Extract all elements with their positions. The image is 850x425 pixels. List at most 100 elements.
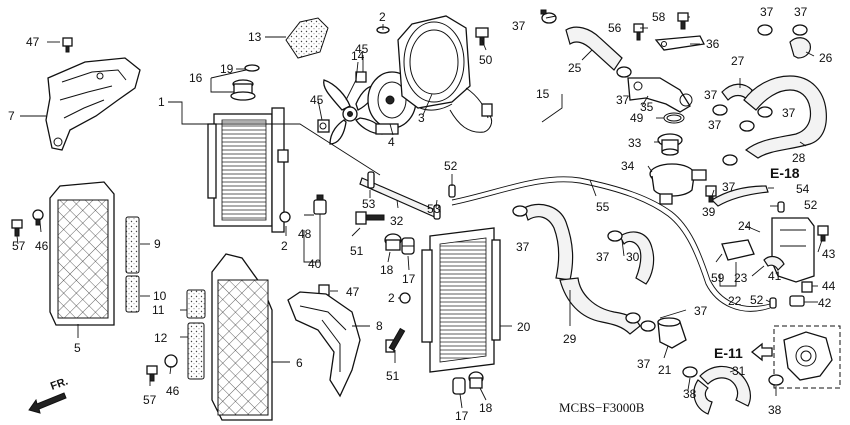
diagram-code: MCBS−F3000B (559, 400, 645, 415)
callout-33: 33 (628, 136, 642, 150)
grommet-50 (475, 27, 489, 46)
callout-19: 19 (220, 62, 234, 76)
callout-18-upper: 18 (380, 263, 394, 277)
hose-30 (619, 231, 655, 285)
joint-pipe-21 (657, 317, 687, 349)
callout-54: 54 (796, 182, 810, 196)
clip-53-right (433, 204, 441, 220)
callout-57-upper: 57 (12, 239, 26, 253)
cover-13 (285, 17, 329, 59)
callout-20: 20 (517, 320, 531, 334)
hose-26 (789, 37, 811, 59)
callout-labels: 47 7 1 16 19 13 14 2 45 45 3 4 50 57 46 … (8, 5, 836, 423)
thermostat-housing-34 (649, 163, 707, 205)
callout-37-top-left: 37 (512, 19, 526, 33)
front-label: FR. (49, 375, 70, 392)
callout-49: 49 (630, 111, 644, 125)
clamp-37-mid-d (739, 120, 755, 132)
callout-36: 36 (706, 37, 720, 51)
callout-2-mid: 2 (281, 239, 288, 253)
clamp-37-top-right-a (757, 24, 773, 36)
clip-52-top (448, 184, 456, 198)
callout-37-mid-a: 37 (616, 93, 630, 107)
callout-40: 40 (308, 257, 322, 271)
callout-47: 47 (26, 35, 40, 49)
callout-37-center: 37 (516, 240, 530, 254)
radiator-cap-16 (230, 79, 256, 101)
pad-11 (186, 289, 206, 319)
callout-24: 24 (738, 219, 752, 233)
callout-9: 9 (154, 237, 161, 251)
callout-23: 23 (734, 271, 748, 285)
callout-28: 28 (792, 151, 806, 165)
callout-44: 44 (822, 279, 836, 293)
tank-cap-23 (721, 239, 755, 261)
sensor-39 (705, 185, 717, 203)
bolt-57-upper (11, 219, 23, 237)
callout-32: 32 (390, 214, 404, 228)
callout-52-top-right: 52 (804, 198, 818, 212)
callout-25: 25 (568, 61, 582, 75)
callout-41: 41 (768, 269, 782, 283)
front-direction-arrow: FR. (28, 375, 70, 414)
reference-e11: E-11 (714, 345, 743, 361)
clamp-38-left (682, 366, 698, 378)
bolt-51-upper (355, 211, 385, 225)
clamp-38-right (768, 374, 784, 386)
callout-56: 56 (608, 21, 622, 35)
callout-22: 22 (728, 294, 742, 308)
callout-11: 11 (152, 303, 165, 317)
pad-10 (125, 275, 140, 313)
overflow-hose-55 (451, 176, 771, 312)
callout-6: 6 (296, 356, 303, 370)
callout-37-mid-c: 37 (782, 106, 796, 120)
clamp-37-center-b (607, 230, 623, 242)
callout-38-left: 38 (683, 387, 697, 401)
fan-shroud-3 (397, 15, 493, 133)
pad-12 (187, 322, 205, 380)
hose-28 (743, 75, 827, 159)
thermostat-cover-35 (627, 77, 693, 113)
bolt-47-left (62, 37, 73, 53)
collar-17-lower (452, 377, 466, 395)
collar-17-upper (401, 237, 415, 255)
air-guide-8 (287, 291, 361, 398)
callout-42: 42 (818, 296, 832, 310)
callout-48: 48 (298, 227, 312, 241)
callout-27: 27 (731, 54, 745, 68)
clamp-37-mid-b (712, 104, 728, 116)
callout-39: 39 (702, 205, 716, 219)
bolt-51-lower (385, 327, 406, 353)
washer-46-lower (164, 354, 178, 368)
callout-59: 59 (711, 271, 725, 285)
leader-lines (16, 15, 823, 409)
bolt-58 (677, 12, 689, 30)
washer-2-lower (399, 292, 411, 304)
callout-37-center-b: 37 (596, 250, 610, 264)
callout-37-mid-e: 37 (722, 180, 736, 194)
nut-45-lower (317, 119, 330, 133)
callout-53-left: 53 (362, 197, 376, 211)
cap-42 (789, 295, 805, 307)
callout-46-lower: 46 (166, 384, 180, 398)
grommet-18-upper (384, 233, 402, 251)
lower-radiator-20 (421, 227, 501, 373)
callout-45-lower: 45 (310, 93, 324, 107)
clamp-37-mid-e (722, 154, 738, 166)
clamp-37-mid-a (616, 66, 632, 78)
callout-53-right: 53 (427, 202, 441, 216)
bolt-48 (313, 194, 327, 215)
clip-53-left (367, 171, 375, 189)
washer-46-upper (32, 209, 44, 226)
callout-55: 55 (596, 200, 610, 214)
hose-31 (693, 365, 751, 415)
callout-29: 29 (563, 332, 577, 346)
clamp-37-mid-c (757, 106, 773, 118)
tank-hose-41 (763, 255, 785, 272)
callout-17-lower: 17 (455, 409, 469, 423)
callout-37-mid-b: 37 (704, 88, 718, 102)
bolt-56 (633, 23, 644, 41)
callout-30: 30 (626, 250, 640, 264)
water-pump-cover (773, 325, 841, 389)
